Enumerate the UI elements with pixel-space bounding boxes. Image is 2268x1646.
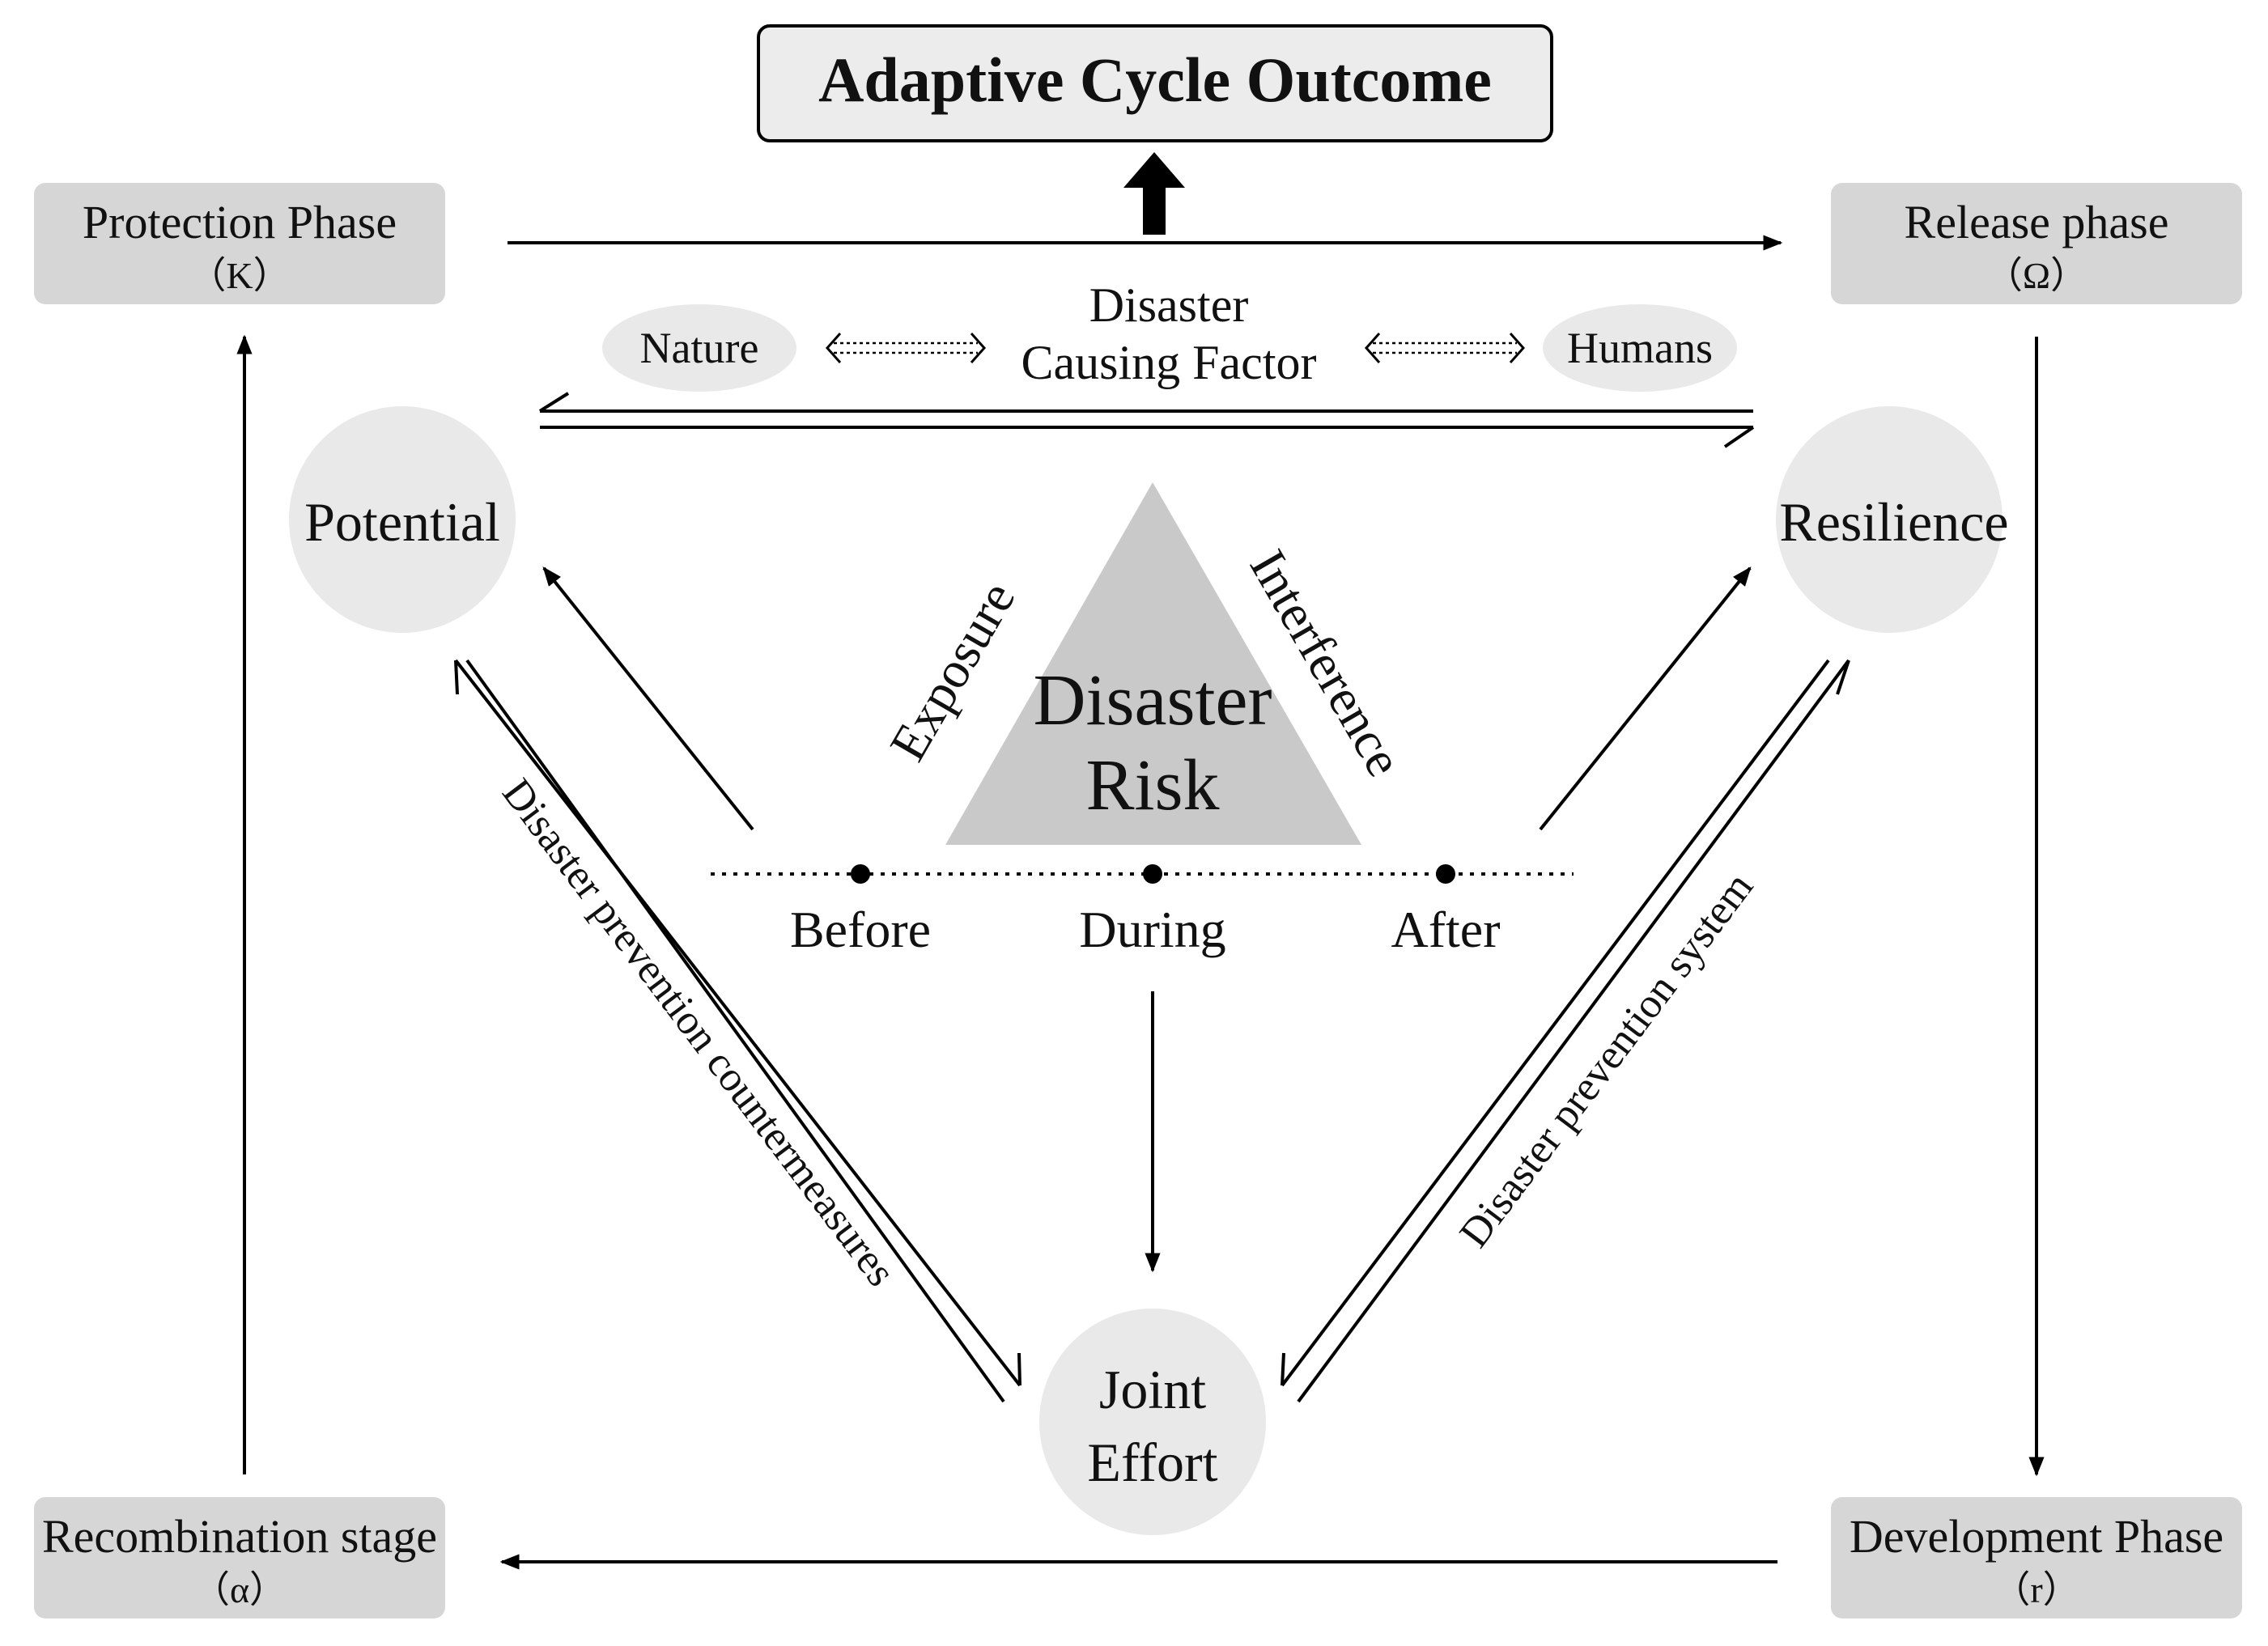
protection-phase-symbol: （K） [189,255,290,296]
countermeasures-label: Disaster prevention countermeasures [493,770,904,1295]
protection-phase-label: Protection Phase [83,196,397,248]
recombination-stage-box: Recombination stage （α） [34,1497,445,1618]
arrow-risk-to-resilience [1539,566,1752,831]
development-phase-box: Development Phase （r） [1831,1497,2242,1618]
exposure-label: Exposure [878,572,1026,770]
countermeasures-link [454,659,1021,1403]
potential-resilience-exchange [538,392,1755,448]
humans-factor-link [1364,333,1526,363]
nature-label: Nature [640,324,759,372]
protection-phase-box: Protection Phase （K） [34,183,445,304]
humans-pill [1543,304,1737,392]
title-box [757,24,1553,142]
development-phase-label: Development Phase [1850,1510,2223,1563]
nature-pill [602,304,796,392]
arrow-risk-to-potential [542,566,754,831]
development-phase-symbol: （r） [1993,1569,2079,1610]
risk-line1: Disaster [1034,660,1272,740]
timeline-dot-before [851,864,870,884]
timeline-after: After [1391,901,1500,958]
disaster-risk-triangle [945,482,1361,845]
risk-line2: Risk [1085,745,1219,825]
potential-node [289,406,516,633]
joint-effort-node [1039,1309,1266,1535]
joint-effort-line1: Joint [1099,1359,1206,1420]
factor-line2: Causing Factor [1021,336,1317,389]
timeline-during: During [1079,901,1225,958]
prevention-system-link [1281,659,1850,1403]
potential-label: Potential [304,491,500,553]
outcome-arrow [1123,152,1185,235]
resilience-label: Resilience [1779,491,2008,553]
diagram-title: Adaptive Cycle Outcome [818,45,1492,115]
timeline-dot-after [1436,864,1455,884]
factor-line1: Disaster [1089,278,1249,332]
release-phase-label: Release phase [1905,196,2169,248]
humans-label: Humans [1567,324,1713,372]
resilience-node [1776,406,2003,633]
joint-effort-line2: Effort [1087,1432,1217,1493]
release-phase-symbol: （Ω） [1986,255,2087,296]
recombination-stage-label: Recombination stage [42,1510,437,1563]
release-phase-box: Release phase （Ω） [1831,183,2242,304]
timeline-before: Before [790,901,931,958]
timeline-dot-during [1143,864,1162,884]
nature-factor-link [825,333,987,363]
recombination-stage-symbol: （α） [193,1569,287,1610]
